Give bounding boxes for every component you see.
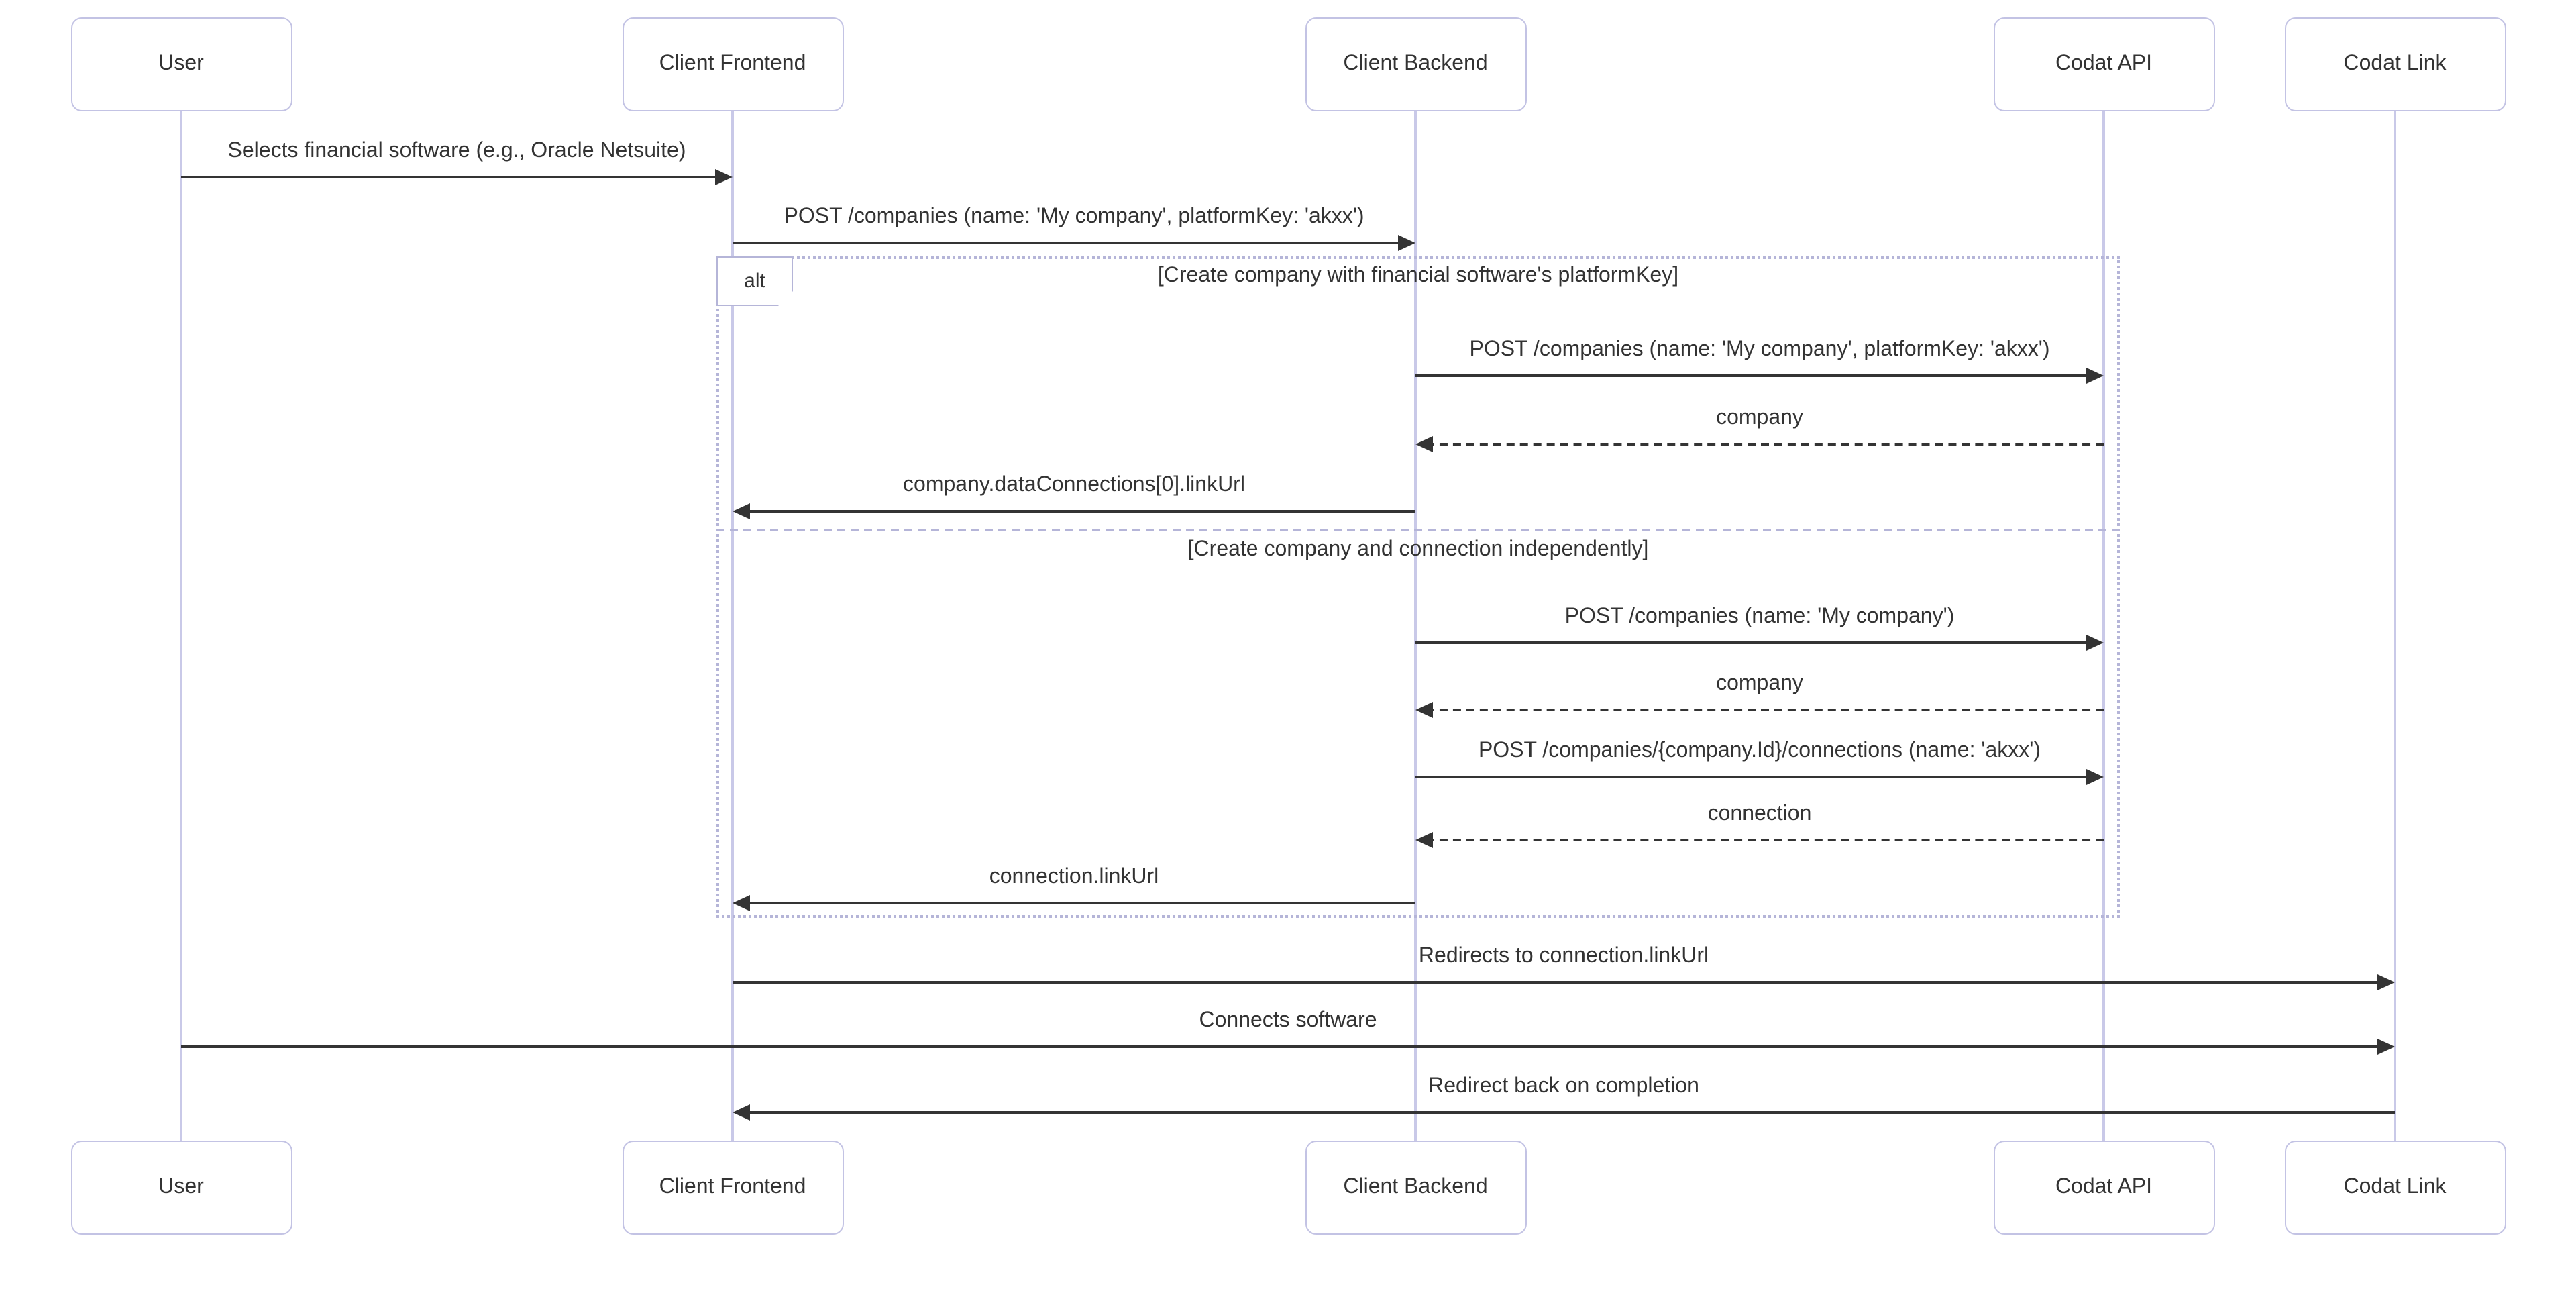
participant-client-backend-top: Client Backend: [1305, 17, 1526, 111]
message-line: [743, 1111, 2395, 1114]
message-arrowhead: [2086, 635, 2104, 651]
message-label: connection.linkUrl: [989, 866, 1159, 888]
message-line: [1415, 776, 2093, 778]
participant-label: Client Frontend: [659, 1176, 806, 1198]
message-arrowhead: [2377, 1039, 2395, 1055]
message-label: POST /companies (name: 'My company', pla…: [1469, 338, 2050, 361]
participant-label: Codat Link: [2343, 52, 2447, 75]
participant-label: User: [158, 1176, 204, 1198]
message-line: [733, 242, 1405, 244]
message-label: company: [1716, 672, 1803, 695]
message-arrowhead: [1415, 436, 1433, 452]
message-label: Redirects to connection.linkUrl: [1418, 945, 1709, 968]
message-line: [743, 902, 1415, 904]
lifeline-client-backend: [1414, 111, 1417, 1141]
participant-client-backend-bottom: Client Backend: [1305, 1141, 1526, 1235]
participant-label: Codat API: [2055, 1176, 2153, 1198]
message-label: Selects financial software (e.g., Oracle…: [227, 140, 686, 162]
message-arrowhead: [2086, 769, 2104, 785]
message-label: company.dataConnections[0].linkUrl: [903, 474, 1245, 497]
participant-client-frontend-top: Client Frontend: [622, 17, 843, 111]
message-arrowhead: [1415, 832, 1433, 848]
message-arrowhead: [2086, 368, 2104, 384]
alt-frame-divider: [716, 529, 2120, 531]
message-arrowhead: [1415, 702, 1433, 718]
message-label: POST /companies/{company.Id}/connections…: [1478, 739, 2041, 762]
message-arrowhead: [733, 1104, 750, 1121]
message-arrowhead: [2377, 974, 2395, 990]
participant-codat-link-top: Codat Link: [2284, 17, 2506, 111]
message-line: [1426, 443, 2104, 446]
message-arrowhead: [733, 895, 750, 911]
message-line: [733, 981, 2384, 984]
lifeline-user: [180, 111, 182, 1141]
message-line: [181, 176, 722, 178]
lifeline-client-frontend: [731, 111, 734, 1141]
alt-condition-label: [Create company with financial software'…: [1157, 264, 1679, 287]
alt-frame-operator-label: alt: [716, 256, 793, 306]
participant-user-bottom: User: [70, 1141, 292, 1235]
message-line: [1426, 839, 2104, 841]
lifeline-codat-api: [2102, 111, 2105, 1141]
message-arrowhead: [1398, 235, 1415, 251]
participant-codat-api-bottom: Codat API: [1993, 1141, 2214, 1235]
participant-client-frontend-bottom: Client Frontend: [622, 1141, 843, 1235]
participant-label: Client Frontend: [659, 52, 806, 75]
participant-codat-link-bottom: Codat Link: [2284, 1141, 2506, 1235]
alt-frame: [716, 256, 2120, 918]
message-line: [1415, 641, 2093, 644]
message-line: [743, 510, 1415, 513]
participant-codat-api-top: Codat API: [1993, 17, 2214, 111]
message-label: connection: [1707, 802, 1812, 825]
participant-user-top: User: [70, 17, 292, 111]
participant-label: Client Backend: [1343, 52, 1488, 75]
participant-label: Client Backend: [1343, 1176, 1488, 1198]
message-label: Redirect back on completion: [1428, 1075, 1699, 1098]
participant-label: User: [158, 52, 204, 75]
message-line: [181, 1045, 2384, 1048]
message-arrowhead: [733, 503, 750, 519]
message-arrowhead: [715, 169, 733, 185]
participant-label: Codat Link: [2343, 1176, 2447, 1198]
message-label: POST /companies (name: 'My company'): [1564, 605, 1955, 628]
lifeline-codat-link: [2394, 111, 2396, 1141]
message-line: [1415, 374, 2093, 377]
message-label: company: [1716, 407, 1803, 429]
alt-condition-label: [Create company and connection independe…: [1187, 538, 1649, 561]
message-line: [1426, 709, 2104, 711]
message-label: Connects software: [1199, 1009, 1377, 1032]
participant-label: Codat API: [2055, 52, 2153, 75]
message-label: POST /companies (name: 'My company', pla…: [784, 205, 1364, 228]
